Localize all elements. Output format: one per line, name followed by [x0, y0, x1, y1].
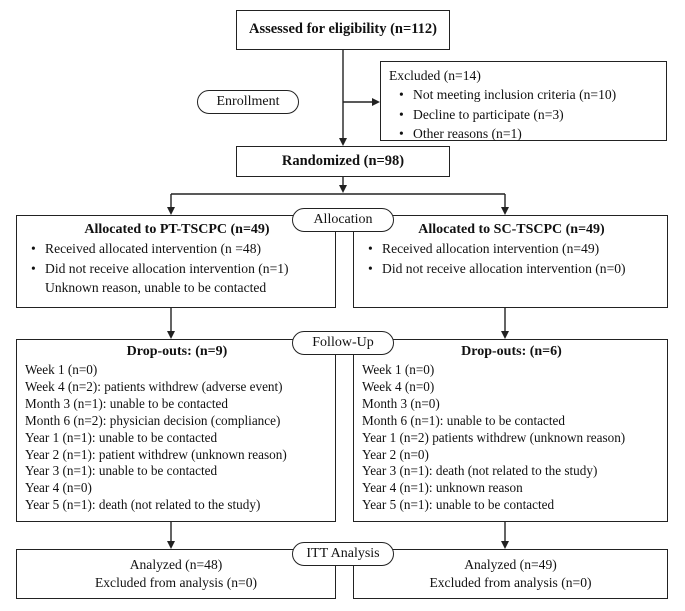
sc-dropout-line: Year 1 (n=2) patients withdrew (unknown … — [362, 429, 626, 445]
excluded-title: Excluded (n=14) — [389, 68, 481, 83]
sc-dropout-line: Year 4 (n=1): unknown reason — [362, 480, 523, 496]
sc-dropout-line: Year 3 (n=1): death (not related to the … — [362, 463, 598, 479]
sc-allocation-item: Received allocation intervention (n=49) — [368, 239, 661, 259]
sc-dropout-line: Week 1 (n=0) — [362, 362, 435, 377]
pt-analysis-box: Analyzed (n=48) Excluded from analysis (… — [16, 549, 336, 599]
sc-allocation-title: Allocated to SC-TSCPC (n=49) — [418, 222, 605, 237]
excluded-item: Decline to participate (n=3) — [399, 105, 660, 125]
sc-dropouts-box: Drop-outs: (n=6) Week 1 (n=0) Week 4 (n=… — [353, 339, 668, 522]
pt-allocation-title: Allocated to PT-TSCPC (n=49) — [84, 222, 270, 237]
sc-analyzed: Analyzed (n=49) — [464, 557, 557, 572]
eligibility-box: Assessed for eligibility (n=112) — [236, 10, 450, 50]
pt-dropout-line: Year 1 (n=1): unable to be contacted — [25, 429, 218, 445]
sc-excluded-from-analysis: Excluded from analysis (n=0) — [429, 574, 592, 590]
pt-allocation-item: Received allocated intervention (n =48) — [31, 239, 329, 259]
sc-analysis-box: Analyzed (n=49) Excluded from analysis (… — [353, 549, 668, 599]
pt-allocation-note: Unknown reason, unable to be contacted — [45, 280, 267, 295]
randomized-box: Randomized (n=98) — [236, 146, 450, 177]
sc-dropout-line: Week 4 (n=0) — [362, 378, 435, 394]
stage-label-itt: ITT Analysis — [292, 542, 394, 566]
pt-dropout-line: Year 2 (n=1): patient withdrew (unknown … — [25, 446, 287, 462]
pt-dropouts-box: Drop-outs: (n=9) Week 1 (n=0) Week 4 (n=… — [16, 339, 336, 522]
pt-dropout-line: Year 4 (n=0) — [25, 480, 92, 496]
excluded-box: Excluded (n=14) Not meeting inclusion cr… — [380, 61, 667, 144]
sc-dropout-line: Year 5 (n=1): unable to be contacted — [362, 497, 555, 513]
sc-dropouts-title: Drop-outs: (n=6) — [461, 344, 562, 359]
pt-allocation-box: Allocated to PT-TSCPC (n=49) Received al… — [16, 215, 336, 308]
sc-allocation-box: Allocated to SC-TSCPC (n=49) Received al… — [353, 215, 668, 308]
pt-dropout-line: Month 3 (n=1): unable to be contacted — [25, 395, 228, 411]
pt-dropout-line: Week 1 (n=0) — [25, 362, 98, 377]
pt-analyzed: Analyzed (n=48) — [129, 557, 223, 572]
eligibility-title: Assessed for eligibility (n=112) — [248, 21, 438, 37]
sc-dropout-line: Year 2 (n=0) — [362, 446, 429, 462]
pt-allocation-item-text: Did not receive allocation intervention … — [45, 260, 289, 276]
pt-allocation-item: Did not receive allocation intervention … — [31, 259, 329, 298]
randomized-title: Randomized (n=98) — [281, 153, 405, 169]
sc-dropout-line: Month 6 (n=1): unable to be contacted — [362, 412, 565, 428]
stage-label-enrollment: Enrollment — [197, 90, 299, 114]
sc-allocation-item: Did not receive allocation intervention … — [368, 259, 661, 279]
stage-label-allocation: Allocation — [292, 208, 394, 232]
excluded-item: Not meeting inclusion criteria (n=10) — [399, 85, 660, 105]
excluded-item: Other reasons (n=1) — [399, 124, 660, 144]
stage-label-followup: Follow-Up — [292, 331, 394, 355]
sc-dropout-line: Month 3 (n=0) — [362, 395, 440, 411]
pt-dropouts-title: Drop-outs: (n=9) — [126, 344, 228, 359]
pt-excluded-from-analysis: Excluded from analysis (n=0) — [94, 574, 258, 590]
pt-dropout-line: Year 5 (n=1): death (not related to the … — [25, 497, 261, 513]
pt-dropout-line: Week 4 (n=2): patients withdrew (adverse… — [25, 378, 283, 394]
pt-dropout-line: Year 3 (n=1): unable to be contacted — [25, 463, 218, 479]
pt-dropout-line: Month 6 (n=2): physician decision (compl… — [25, 412, 281, 428]
